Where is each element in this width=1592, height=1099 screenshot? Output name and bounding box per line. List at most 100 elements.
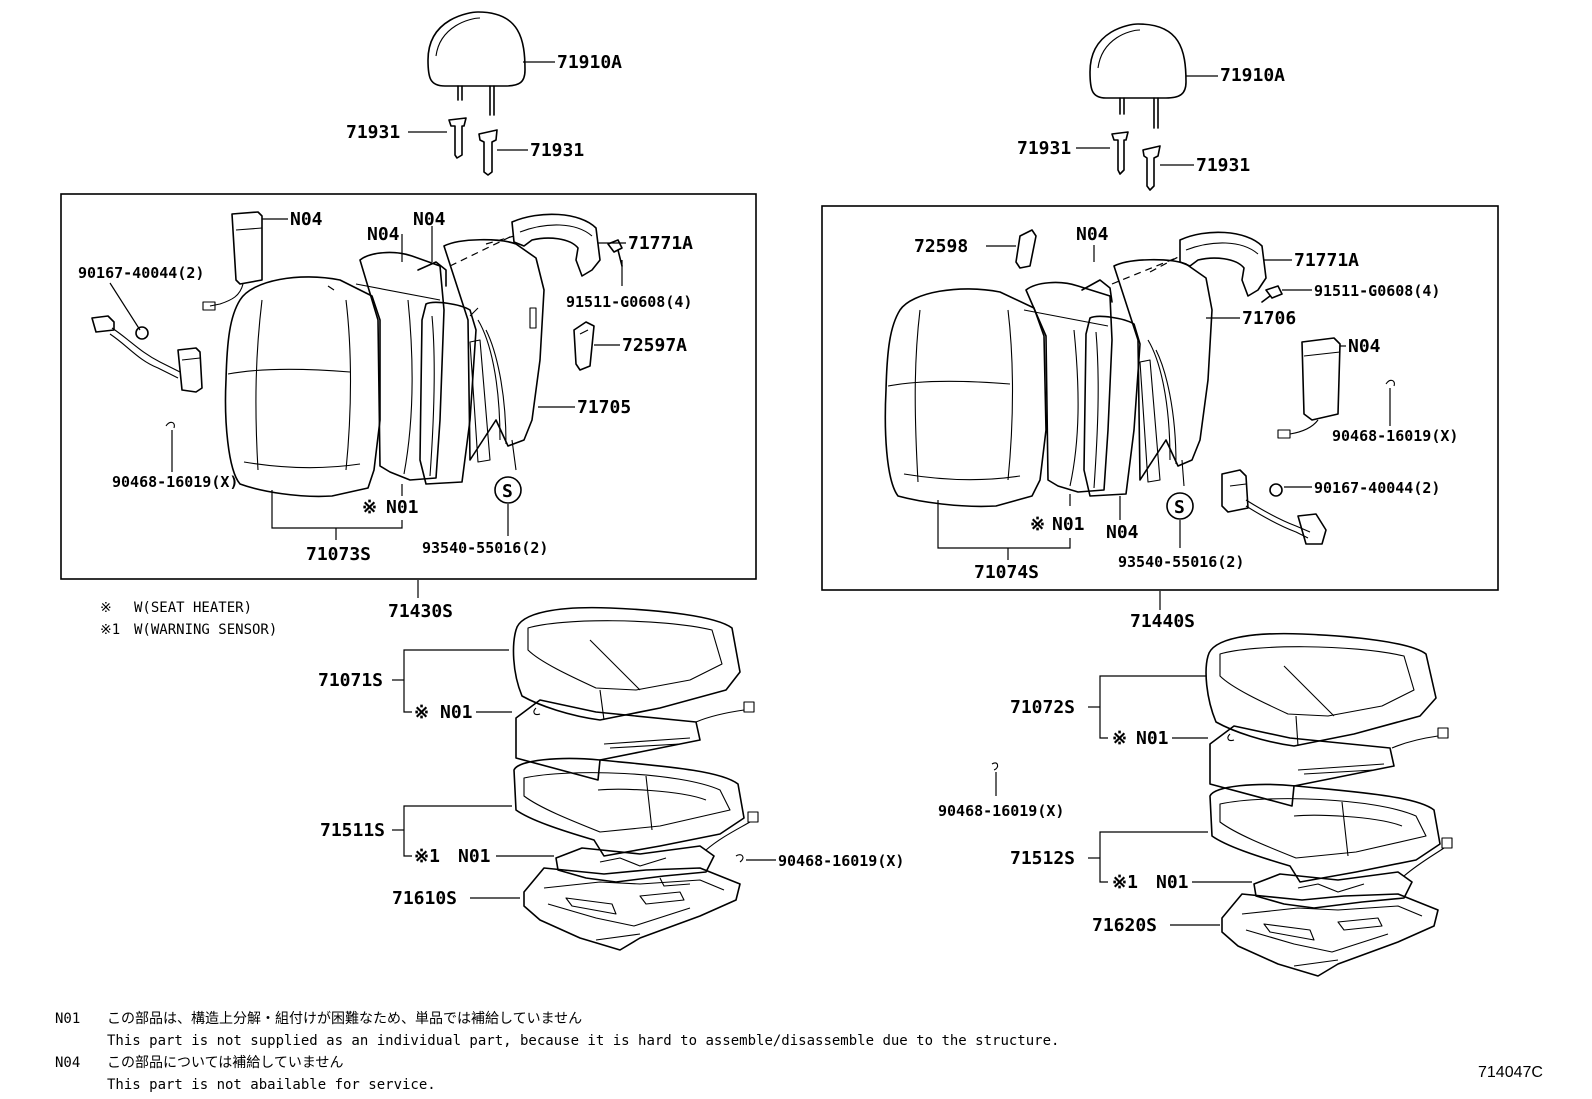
label-right-cushion-frame: 71620S — [1092, 915, 1157, 936]
right-mid-clip-drawing — [991, 762, 999, 771]
right-n01-sensor-mark: ※1 — [1112, 872, 1138, 893]
label-right-board: 71706 — [1242, 308, 1296, 329]
label-right-n01-back: N01 — [1052, 514, 1085, 535]
right-hog-ring-drawing — [1166, 492, 1194, 520]
label-right-n01-cushion: N01 — [1136, 728, 1169, 749]
label-right-cover-back: 71074S — [974, 562, 1039, 583]
label-left-cushion-pad: 71511S — [320, 820, 385, 841]
left-cushion-frame-drawing — [523, 867, 741, 951]
label-right-clip-mid: 90468-16019(X) — [938, 802, 1064, 820]
right-back-pad-drawing — [1023, 281, 1113, 493]
label-right-bezel: 72598 — [914, 236, 968, 257]
left-side-pad-drawing — [202, 211, 263, 311]
left-n01-cushion-mark: ※ — [414, 702, 429, 723]
note-code: N01 — [55, 1011, 81, 1027]
note-code: N04 — [55, 1055, 81, 1071]
label-left-screw: 90167-40044(2) — [78, 264, 204, 282]
note-jp: この部品は、構造上分解・組付けが困難なため、単品では補給していません — [107, 1011, 583, 1027]
right-harness-drawing — [1221, 469, 1327, 545]
label-right-hog-ring: 93540-55016(2) — [1118, 553, 1244, 571]
label-left-headrest: 71910A — [557, 52, 622, 73]
label-left-n01-cushion: N01 — [440, 702, 473, 723]
label-left-bolt: 91511-G0608(4) — [566, 293, 692, 311]
left-knob-drawing — [573, 321, 595, 371]
left-hog-ring-drawing — [494, 476, 522, 504]
left-sensor-mat-drawing — [555, 811, 759, 883]
label-right-headrest: 71910A — [1220, 65, 1285, 86]
label-left-clip-cushion: 90468-16019(X) — [778, 852, 904, 870]
right-cushion-cover-drawing — [1205, 632, 1437, 747]
right-clip-drawing — [1385, 379, 1395, 387]
label-left-n04-mid: N04 — [413, 209, 446, 230]
label-left-support-b: 71931 — [530, 140, 584, 161]
label-right-frame-cover: 71771A — [1294, 250, 1359, 271]
left-hog-ring-symbol: S — [502, 481, 513, 502]
right-side-pad-drawing — [1277, 337, 1341, 439]
right-heater-mat-drawing — [1209, 725, 1449, 807]
label-right-n04-side: N04 — [1106, 522, 1139, 543]
notes-section: N01 この部品は、構造上分解・組付けが困難なため、単品では補給していません T… — [55, 1008, 1255, 1096]
label-left-knob: 72597A — [622, 335, 687, 356]
right-n01-cushion-mark: ※ — [1112, 728, 1127, 749]
left-seat-back-box — [60, 193, 757, 580]
right-sensor-mat-drawing — [1253, 837, 1453, 909]
label-left-board: 71705 — [577, 397, 631, 418]
left-heater-mat-drawing — [515, 699, 755, 781]
label-right-n04-top: N04 — [1076, 224, 1109, 245]
label-left-n01-sensor: N01 — [458, 846, 491, 867]
left-n01-back-mark: ※ — [362, 497, 377, 518]
left-back-cover-drawing — [224, 276, 381, 498]
label-left-hog-ring: 93540-55016(2) — [422, 539, 548, 557]
label-right-n01-sensor: N01 — [1156, 872, 1189, 893]
right-n01-back-mark: ※ — [1030, 514, 1045, 535]
note-n04: N04 この部品については補給していません — [55, 1052, 1255, 1074]
left-harness-drawing — [91, 315, 203, 393]
right-back-board-drawing — [1113, 258, 1213, 487]
diagram-id: 714047C — [1478, 1064, 1543, 1081]
label-left-n01-back: N01 — [386, 497, 419, 518]
left-headrest-drawing — [427, 11, 526, 116]
left-seat-assembly: 71910A 71931 71931 N04 90167-40044(2) — [60, 11, 904, 951]
label-left-n04-side: N04 — [367, 224, 400, 245]
label-left-clip: 90468-16019(X) — [112, 473, 238, 491]
legend-text-sensor: W(WARNING SENSOR) — [134, 622, 277, 638]
legend-text-heater: W(SEAT HEATER) — [134, 600, 252, 616]
left-back-pad-drawing — [355, 251, 445, 481]
left-cushion-cover-drawing — [512, 606, 741, 721]
note-en: This part is not supplied as an individu… — [107, 1033, 1060, 1049]
right-bezel-drawing — [1015, 229, 1037, 269]
right-seat-back-box — [821, 205, 1499, 591]
label-right-bolt: 91511-G0608(4) — [1314, 282, 1440, 300]
note-n01: N01 この部品は、構造上分解・組付けが困難なため、単品では補給していません — [55, 1008, 1255, 1030]
left-cushion-pad-drawing — [513, 757, 745, 857]
label-left-seat-back-assy: 71430S — [388, 601, 453, 622]
label-left-support-a: 71931 — [346, 122, 400, 143]
right-back-cover-drawing — [884, 288, 1047, 508]
right-hog-ring-symbol: S — [1174, 497, 1185, 518]
label-left-cover-back: 71073S — [306, 544, 371, 565]
label-right-seat-back-assy: 71440S — [1130, 611, 1195, 632]
label-right-support-a: 71931 — [1017, 138, 1071, 159]
note-jp: この部品については補給していません — [107, 1055, 344, 1071]
label-right-cushion-pad: 71512S — [1010, 848, 1075, 869]
legend-mark-heater: ※ — [100, 600, 112, 616]
left-bolt-drawing — [607, 239, 623, 267]
label-right-cushion-cover: 71072S — [1010, 697, 1075, 718]
label-right-clip: 90468-16019(X) — [1332, 427, 1458, 445]
right-bolt-drawing — [1261, 285, 1283, 303]
right-cushion-frame-drawing — [1221, 893, 1439, 977]
label-right-screw: 90167-40044(2) — [1314, 479, 1440, 497]
right-cushion-pad-drawing — [1209, 783, 1441, 883]
label-left-n04-pad: N04 — [290, 209, 323, 230]
label-left-cushion-frame: 71610S — [392, 888, 457, 909]
note-en: This part is not abailable for service. — [107, 1077, 436, 1093]
label-right-n04-pad: N04 — [1348, 336, 1381, 357]
legend: ※ W(SEAT HEATER) ※1 W(WARNING SENSOR) — [100, 600, 277, 638]
label-left-cushion-cover: 71071S — [318, 670, 383, 691]
right-headrest-drawing — [1089, 23, 1187, 129]
right-seat-assembly: 71910A 71931 71931 72598 N04 — [821, 23, 1499, 977]
right-frame-cover-drawing — [1179, 231, 1267, 297]
left-cushion-clip-drawing — [735, 854, 744, 863]
left-n01-sensor-mark: ※1 — [414, 846, 440, 867]
